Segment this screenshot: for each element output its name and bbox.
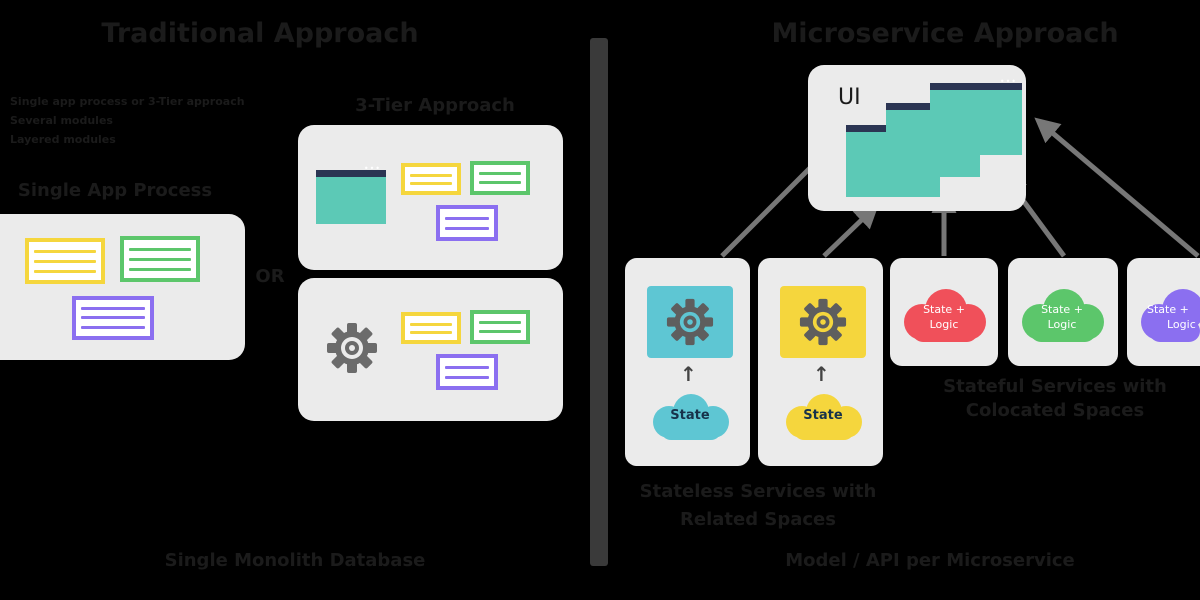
purple-module	[436, 205, 498, 241]
purple-module	[72, 296, 154, 340]
yellow-module	[401, 312, 461, 344]
stateful-service-card: State + Logic	[890, 258, 998, 366]
state-label: State	[803, 408, 843, 423]
green-module	[470, 161, 530, 195]
state-logic-line-1: State +	[1041, 303, 1083, 316]
or-label: OR	[255, 266, 285, 287]
state-logic-line-2: Logic	[1047, 318, 1077, 331]
ui-panel: UI	[808, 65, 1026, 211]
arrow-up-icon: ↑	[680, 362, 697, 386]
microservice-title: Microservice Approach	[771, 18, 1119, 49]
cloud-icon	[786, 394, 862, 440]
three-tier-bottom-panel	[298, 278, 563, 421]
service-logic-box	[780, 286, 866, 358]
monolith-database-label: Single Monolith Database	[164, 550, 426, 571]
single-app-panel	[0, 214, 245, 360]
cloud-icon	[1141, 289, 1200, 342]
green-module	[470, 310, 530, 344]
stateful-service-card: State + Logic	[1127, 258, 1200, 366]
yellow-module	[401, 163, 461, 195]
model-api-label: Model / API per Microservice	[785, 550, 1075, 571]
stateless-service-card: ↑ State	[625, 258, 750, 466]
state-logic-line-2: Logic	[1167, 318, 1196, 331]
purple-module	[436, 354, 498, 390]
state-logic-label: State + Logic	[896, 302, 992, 332]
stateful-services-label: Stateful Services with Colocated Spaces	[930, 375, 1180, 423]
green-module	[120, 236, 200, 282]
state-label: State	[670, 408, 710, 423]
three-tier-label: 3-Tier Approach	[355, 95, 515, 116]
state-logic-line-1: State +	[1147, 303, 1189, 316]
traditional-notes: Single app process or 3-Tier approach Se…	[10, 92, 245, 149]
stateful-service-card: State + Logic	[1008, 258, 1118, 366]
state-logic-line-2: Logic	[929, 318, 959, 331]
stateful-label-line-2: Colocated Spaces	[965, 400, 1145, 421]
gear-icon	[666, 298, 714, 346]
section-divider	[590, 38, 608, 566]
note-line-1: Single app process or 3-Tier approach	[10, 95, 245, 108]
note-line-3: Layered modules	[10, 133, 116, 146]
state-logic-label: State + Logic	[1147, 302, 1200, 332]
cloud-icon	[904, 289, 986, 342]
arrow-up-icon	[1034, 117, 1200, 258]
stateless-label-line-2: Related Spaces	[680, 509, 836, 530]
arrow-up-icon: ↑	[813, 362, 830, 386]
single-app-label: Single App Process	[17, 180, 213, 201]
gear-icon	[327, 323, 377, 373]
cloud-icon	[1022, 289, 1104, 342]
state-logic-label: State + Logic	[1014, 302, 1110, 332]
stateful-label-line-1: Stateful Services with	[943, 376, 1167, 397]
yellow-module	[25, 238, 105, 284]
three-tier-top-panel	[298, 125, 563, 270]
stateless-label-line-1: Stateless Services with	[639, 481, 877, 502]
note-line-2: Several modules	[10, 114, 113, 127]
ui-label: UI	[838, 85, 861, 110]
gear-icon	[799, 298, 847, 346]
cloud-icon	[653, 394, 729, 440]
arrow-up-icon	[822, 203, 880, 258]
window-icon	[316, 164, 386, 224]
traditional-title: Traditional Approach	[101, 18, 419, 49]
service-logic-box	[647, 286, 733, 358]
window-icon	[930, 77, 1022, 155]
stateless-service-card: ↑ State	[758, 258, 883, 466]
stateless-services-label: Stateless Services with Related Spaces	[628, 478, 888, 534]
state-logic-line-1: State +	[923, 303, 965, 316]
